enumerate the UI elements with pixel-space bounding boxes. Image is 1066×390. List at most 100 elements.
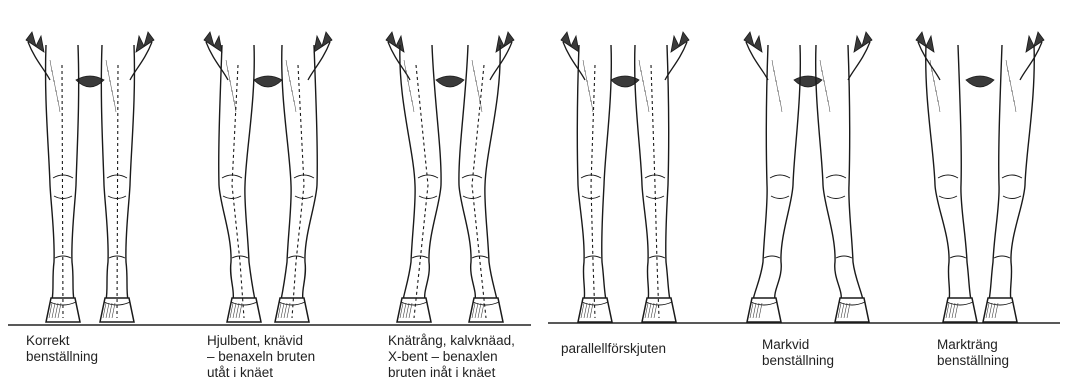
forearm-hatch — [228, 70, 230, 82]
hoof — [835, 298, 869, 322]
forearm-hatch — [1008, 70, 1010, 82]
forearm-hatch — [589, 90, 591, 102]
hoof — [469, 298, 503, 322]
forearm-hatch — [778, 90, 780, 102]
leg-left — [46, 45, 80, 322]
leg-outline-inner — [46, 45, 55, 300]
shoulder-hatch — [916, 32, 1044, 52]
panel-wide — [744, 32, 872, 322]
leg-outline-outer — [245, 45, 255, 300]
forearm-hatch — [226, 60, 228, 72]
leg-left — [926, 45, 977, 322]
forearm-hatch — [412, 100, 414, 112]
forearm-hatch — [647, 100, 649, 112]
leg-axis-line — [117, 65, 118, 318]
forearm-hatch — [643, 80, 645, 92]
leg-right — [635, 45, 676, 322]
forearm-hatch — [476, 80, 478, 92]
forearm-hatch — [58, 100, 60, 112]
forearm-hatch — [820, 60, 822, 72]
leg-outline-inner — [577, 45, 584, 300]
forearm-hatch — [112, 90, 114, 102]
forearm-hatch — [934, 80, 936, 92]
knee-marks — [770, 175, 790, 199]
leg-left — [577, 45, 612, 322]
leg-left — [747, 45, 800, 322]
forearm-hatch — [591, 100, 593, 112]
leg-outline-outer — [775, 45, 801, 300]
forearm-hatch — [408, 80, 410, 92]
leg-outline-inner — [753, 45, 768, 300]
leg-axis-line — [651, 65, 659, 318]
forearm-hatch — [286, 60, 288, 72]
hoof — [943, 298, 977, 322]
forearm-hatch — [50, 60, 52, 72]
brisket-shadow — [436, 76, 464, 87]
leg-right — [100, 45, 134, 322]
forearm-hatch — [1012, 90, 1014, 102]
forearm-hatch — [232, 90, 234, 102]
leg-axis-line — [472, 65, 486, 318]
leg-right — [983, 45, 1034, 322]
caption-knockkneed: Knätrång, kalvknäad, X-bent – benaxlen b… — [388, 333, 515, 381]
forearm-hatch — [54, 80, 56, 92]
forearm-hatch — [292, 90, 294, 102]
forearm-hatch — [826, 90, 828, 102]
leg-right — [459, 45, 503, 322]
shoulder-hatch — [386, 32, 514, 52]
panel-knockkneed — [386, 32, 514, 322]
forearm-hatch — [478, 90, 480, 102]
leg-outline-outer — [485, 45, 500, 300]
forearm-hatch — [288, 70, 290, 82]
hoof — [275, 298, 309, 322]
leg-axis-line — [232, 65, 244, 318]
forearm-hatch — [1010, 80, 1012, 92]
forearm-hatch — [52, 70, 54, 82]
fetlock-marks — [836, 256, 852, 258]
leg-outline-outer — [126, 45, 135, 300]
leg-axis-line — [414, 65, 428, 318]
caption-offset: parallellförskjuten — [561, 341, 666, 357]
caption-bowlegged: Hjulbent, knävid – benaxeln bruten utåt … — [207, 333, 315, 381]
leg-outline-inner — [219, 45, 234, 300]
forearm-hatch — [639, 60, 641, 72]
forearm-hatch — [106, 60, 108, 72]
forearm-hatch — [645, 90, 647, 102]
fetlock-marks — [950, 256, 966, 258]
forearm-hatch — [1014, 100, 1016, 112]
leg-left — [219, 45, 261, 322]
forearm-hatch — [932, 70, 934, 82]
forearm-hatch — [936, 90, 938, 102]
forearm-hatch — [824, 80, 826, 92]
brisket-shadow — [254, 76, 282, 87]
fetlock-marks — [764, 256, 780, 258]
leg-outline-outer — [666, 45, 670, 300]
leg-right — [816, 45, 869, 322]
leg-outline-outer — [1010, 45, 1034, 300]
panel-narrow — [916, 32, 1044, 322]
hoof — [747, 298, 781, 322]
leg-outline-outer — [958, 45, 971, 300]
leg-axis-line — [62, 65, 63, 318]
caption-correct: Korrekt benställning — [26, 333, 98, 365]
shoulder-hatch — [561, 32, 689, 52]
leg-outline-outer — [602, 45, 612, 300]
leg-outline-inner — [816, 45, 842, 300]
forearm-hatch — [110, 80, 112, 92]
forearm-hatch — [294, 100, 296, 112]
knee-marks — [938, 175, 958, 199]
forearm-hatch — [780, 100, 782, 112]
forearm-hatch — [474, 70, 476, 82]
body-outline — [206, 42, 330, 80]
leg-outline-inner — [101, 45, 108, 300]
shoulder-hatch — [204, 32, 332, 52]
forearm-hatch — [774, 70, 776, 82]
brisket-shadow — [794, 76, 822, 87]
forearm-hatch — [472, 60, 474, 72]
leg-outline-inner — [400, 45, 415, 300]
forearm-hatch — [290, 80, 292, 92]
hoof — [578, 298, 612, 322]
leg-outline-inner — [989, 45, 1002, 300]
forearm-hatch — [410, 90, 412, 102]
